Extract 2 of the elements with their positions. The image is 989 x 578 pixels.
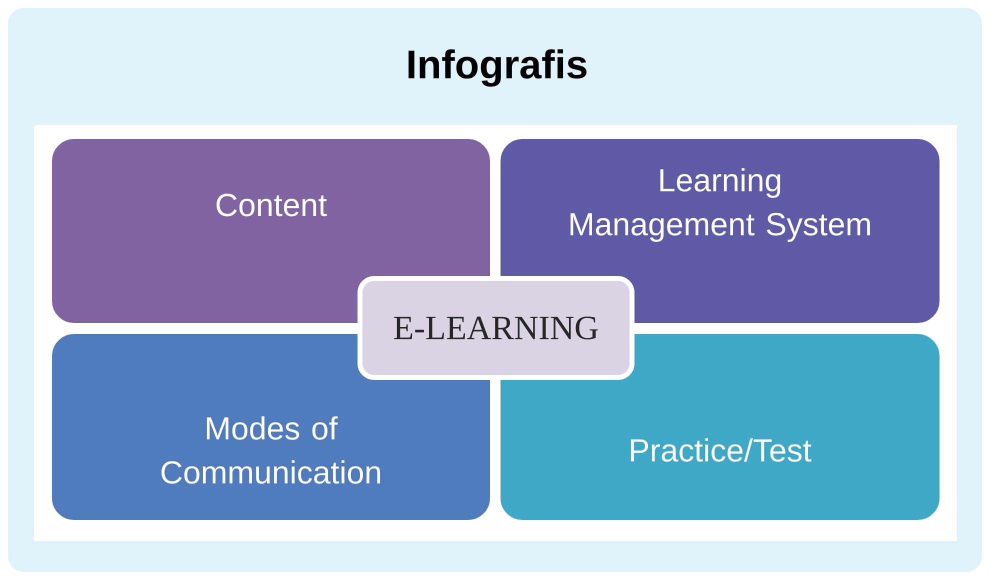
center-box: E-LEARNING bbox=[358, 276, 634, 380]
title: Infografis bbox=[408, 49, 586, 87]
